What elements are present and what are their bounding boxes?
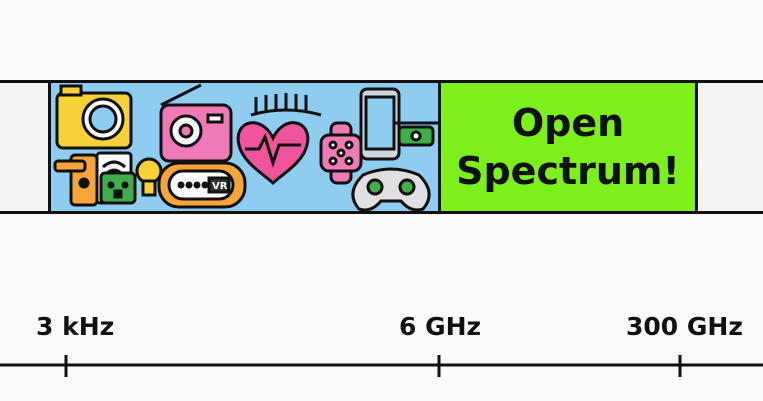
light-bulb-icon bbox=[135, 157, 163, 197]
door-lock-icon bbox=[53, 153, 99, 207]
vr-headset-icon: VR bbox=[157, 161, 247, 209]
axis-tick-label: 3 kHz bbox=[36, 312, 115, 341]
smart-plug-icon bbox=[99, 171, 137, 205]
devices-illustration: VR bbox=[53, 83, 438, 211]
heart-rate-icon bbox=[236, 121, 310, 186]
radio-icon bbox=[159, 83, 233, 163]
open-spectrum-line2: Spectrum! bbox=[456, 149, 680, 193]
open-spectrum-line1: Open bbox=[511, 101, 625, 145]
game-controller-icon bbox=[351, 167, 431, 211]
devices-panel: VR bbox=[48, 80, 441, 214]
smartwatch-icon bbox=[319, 121, 363, 185]
open-spectrum-block: Open Spectrum! bbox=[441, 80, 698, 214]
vr-label: VR bbox=[212, 181, 228, 192]
axis-tick-label: 6 GHz bbox=[399, 312, 482, 341]
wifi-antenna-icon bbox=[250, 93, 322, 117]
frequency-axis bbox=[0, 355, 763, 377]
axis-tick-label: 300 GHz bbox=[626, 312, 743, 341]
drone-icon bbox=[393, 121, 438, 147]
camera-icon bbox=[55, 84, 133, 150]
smartphone-icon bbox=[359, 87, 401, 161]
